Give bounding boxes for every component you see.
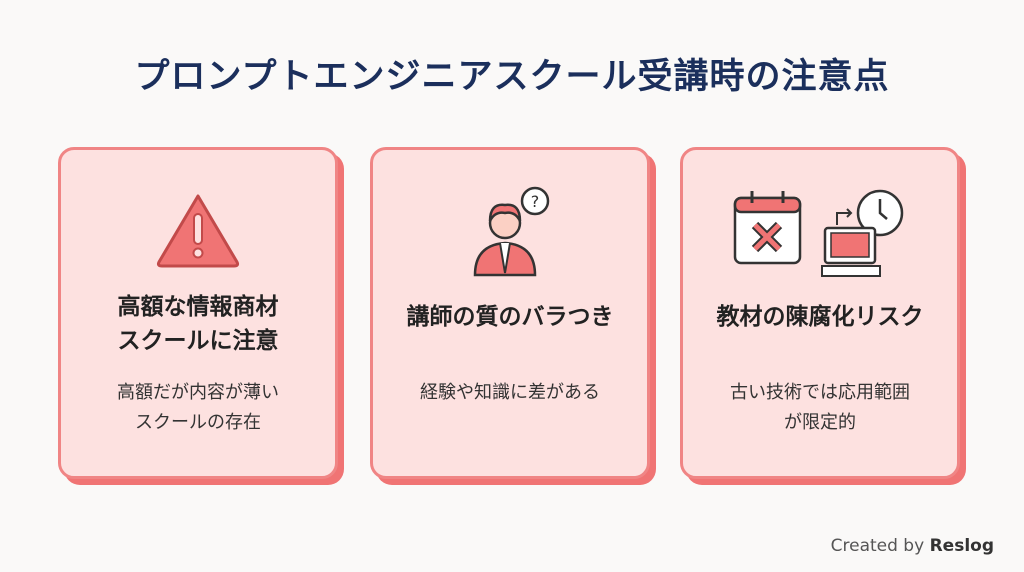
instructor-question-icon: ? [373,180,647,280]
card-heading: 教材の陳腐化リスク [716,304,924,330]
card-description: 高額だが内容が薄いスクールの存在 [117,382,279,433]
card-heading: 高額な情報商材スクールに注意 [117,294,279,354]
card-expensive-school: 高額な情報商材スクールに注意 高額だが内容が薄いスクールの存在 [58,147,338,479]
card-outdated-materials: 教材の陳腐化リスク 古い技術では応用範囲が限定的 [680,147,960,479]
credit-label: Created by Reslog [830,536,994,556]
svg-text:?: ? [531,192,540,211]
card-heading: 講師の質のバラつき [406,304,614,330]
page-title: プロンプトエンジニアスクール受講時の注意点 [134,57,890,97]
card-description: 古い技術では応用範囲が限定的 [730,382,910,433]
warning-icon [61,180,335,280]
card-description: 経験や知識に差がある [420,382,600,403]
brand-logo: Reslog [929,536,994,556]
card-instructor-quality: ? 講師の質のバラつき 経験や知識に差がある [370,147,650,479]
outdated-calendar-computer-icon [683,180,957,280]
